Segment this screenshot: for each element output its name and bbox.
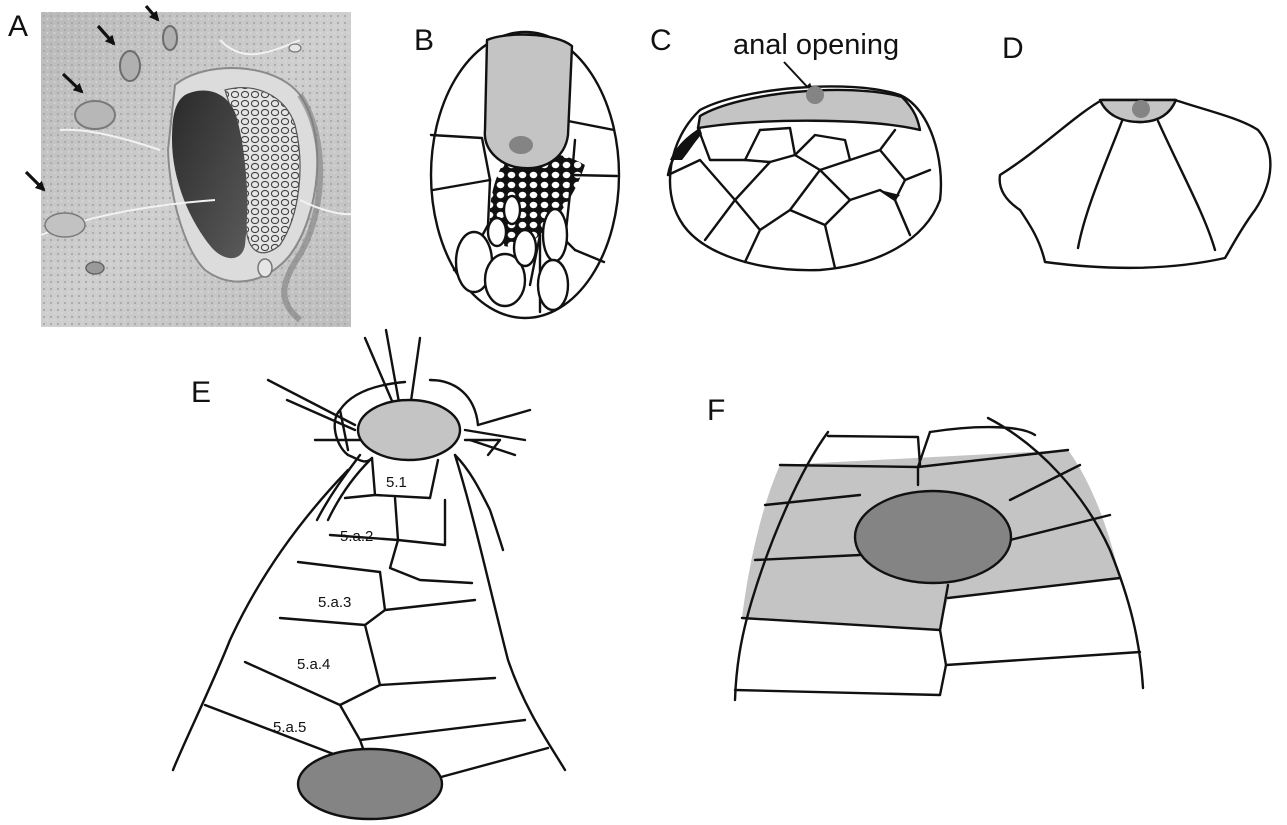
plate-d-outline bbox=[1000, 100, 1271, 268]
panel-f: F bbox=[707, 394, 1143, 700]
panel-e-label: E bbox=[191, 376, 211, 409]
panel-c-label: C bbox=[650, 24, 672, 57]
periproct-e bbox=[358, 400, 460, 460]
panel-d-label: D bbox=[1002, 32, 1024, 65]
panel-b: B bbox=[414, 24, 619, 318]
panel-e: E bbox=[173, 330, 565, 819]
anal-opening-d bbox=[1132, 100, 1150, 118]
panel-d: D bbox=[1000, 32, 1271, 268]
anal-opening-c bbox=[806, 86, 824, 104]
anal-opening-b bbox=[509, 136, 533, 154]
plate-label-5-a-4: 5.a.4 bbox=[297, 656, 330, 673]
plate-label-5-a-2: 5.a.2 bbox=[340, 528, 373, 545]
panel-f-label: F bbox=[707, 394, 725, 427]
panel-b-label: B bbox=[414, 24, 434, 57]
peristome-e bbox=[298, 749, 442, 819]
plate-label-5-a-5: 5.a.5 bbox=[273, 719, 306, 736]
plate-label-5-a-3: 5.a.3 bbox=[318, 594, 351, 611]
plate-label-5-1: 5.1 bbox=[386, 474, 407, 491]
panel-c: C anal opening bbox=[650, 24, 941, 270]
periproct-f bbox=[855, 491, 1011, 583]
micrograph-image bbox=[41, 12, 351, 327]
panel-a-label: A bbox=[8, 10, 28, 43]
anal-opening-label: anal opening bbox=[733, 29, 899, 61]
panel-a: A bbox=[8, 6, 351, 327]
